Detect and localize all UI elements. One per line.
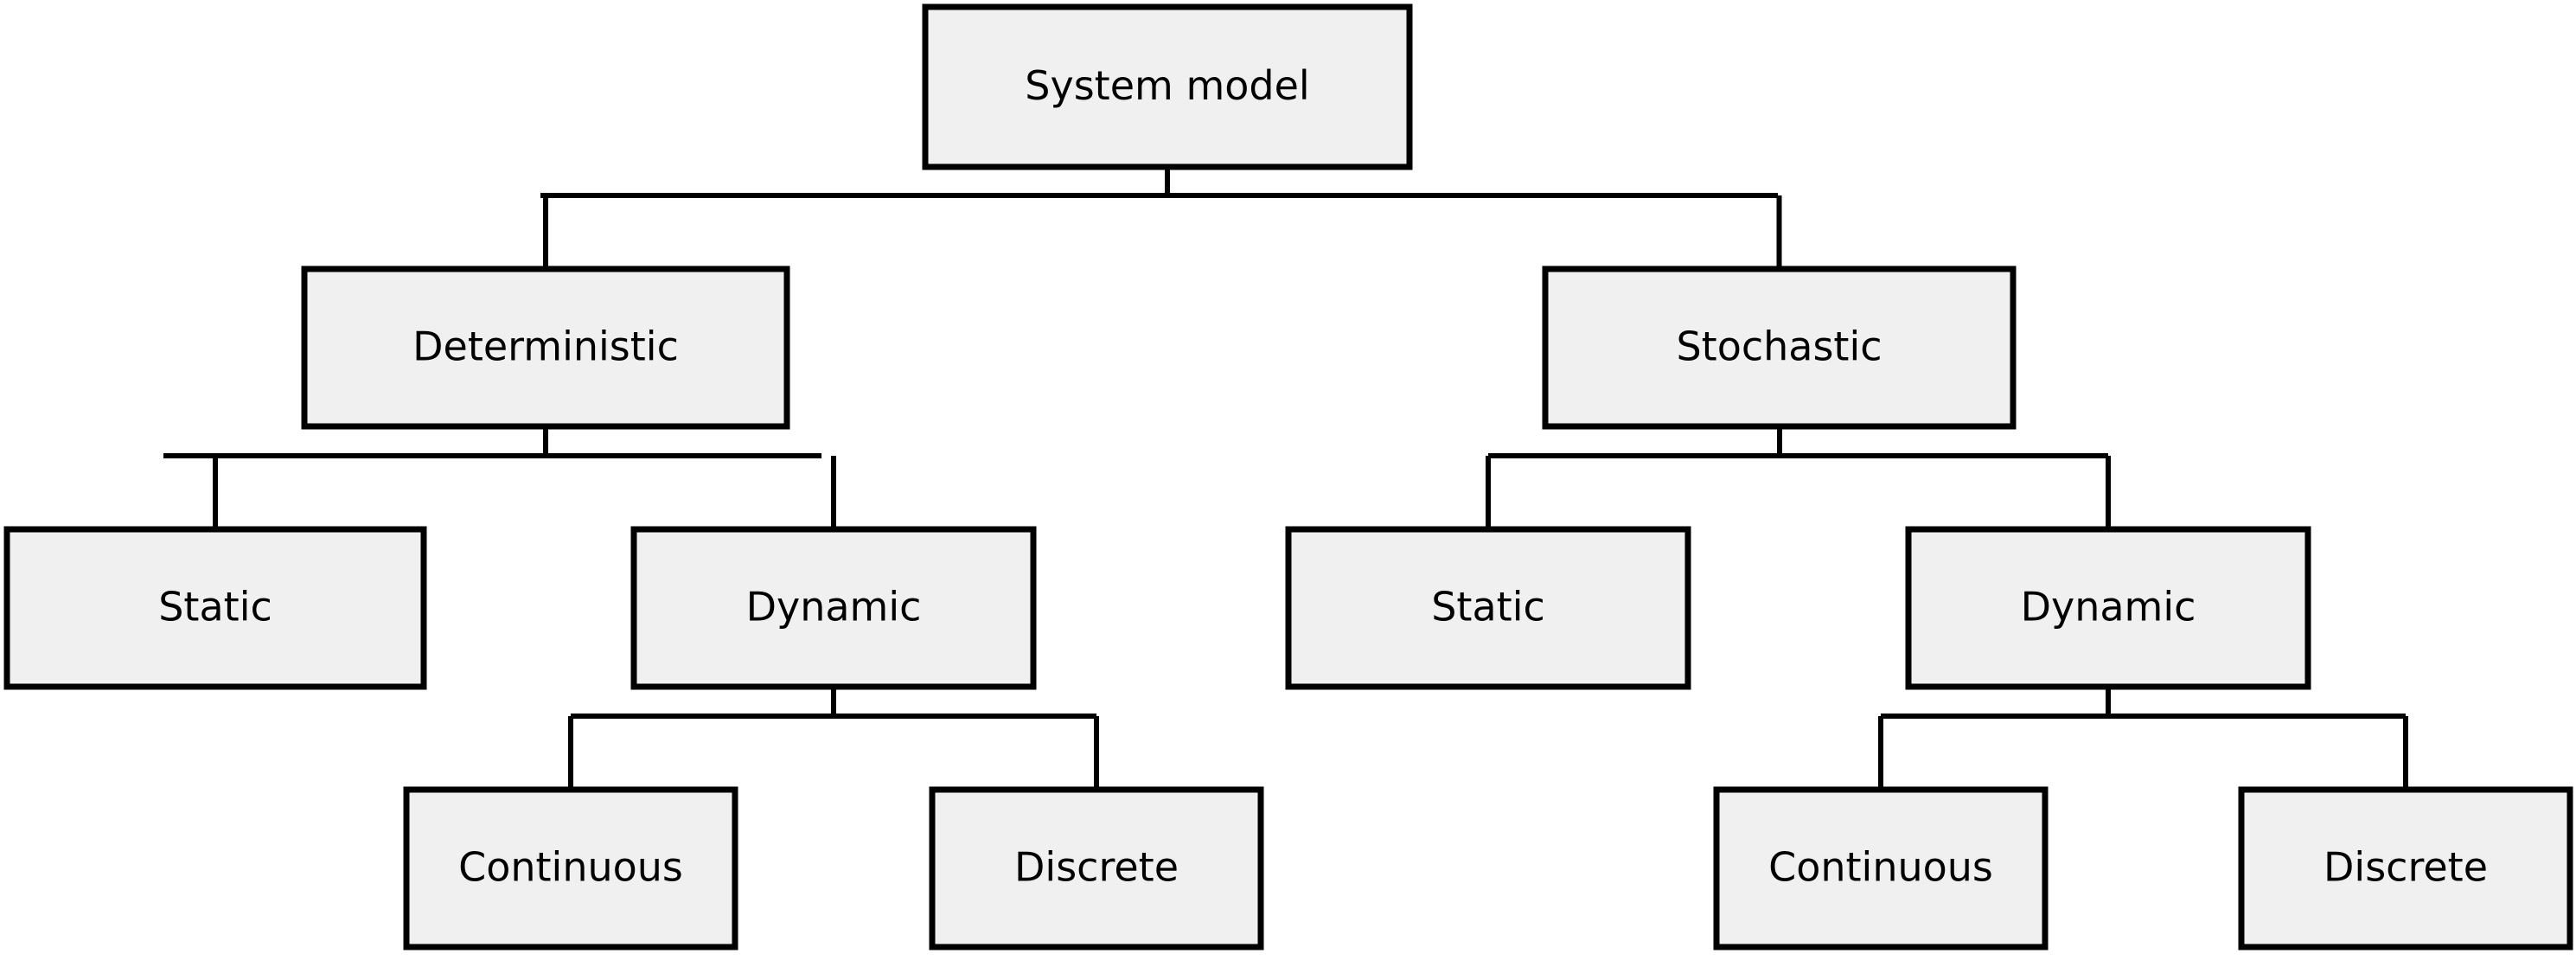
node-box-deterministic[interactable] (301, 266, 790, 430)
node-box-sto-dynamic[interactable] (1905, 526, 2311, 690)
node-box-det-dynamic[interactable] (630, 526, 1037, 690)
node-label-deterministic: Deterministic (412, 323, 679, 370)
node-root[interactable]: System model (922, 3, 1413, 170)
node-sto-dyn-discrete[interactable]: Discrete (2238, 786, 2573, 950)
node-det-dyn-discrete[interactable]: Discrete (929, 786, 1264, 950)
node-box-det-dyn-continuous[interactable] (403, 786, 738, 950)
node-label-root: System model (1025, 62, 1309, 109)
connector-layer (163, 167, 2408, 790)
node-box-det-dyn-discrete[interactable] (929, 786, 1264, 950)
node-sto-dynamic[interactable]: Dynamic (1905, 526, 2311, 690)
node-label-sto-static: Static (1431, 584, 1545, 630)
node-sto-dyn-continuous[interactable]: Continuous (1713, 786, 2049, 950)
node-label-sto-dyn-discrete: Discrete (2324, 844, 2488, 891)
connector-root (540, 167, 1782, 269)
connector-stochastic (1486, 426, 2111, 529)
node-deterministic[interactable]: Deterministic (301, 266, 790, 430)
node-box-det-static[interactable] (3, 526, 427, 690)
node-label-sto-dynamic: Dynamic (2021, 584, 2196, 630)
node-stochastic[interactable]: Stochastic (1542, 266, 2017, 430)
connector-sto-dynamic (1878, 687, 2408, 790)
node-label-stochastic: Stochastic (1676, 323, 1882, 370)
connector-deterministic (163, 426, 836, 529)
node-box-sto-static[interactable] (1285, 526, 1691, 690)
node-box-sto-dyn-continuous[interactable] (1713, 786, 2049, 950)
node-box-stochastic[interactable] (1542, 266, 2017, 430)
node-label-det-dyn-continuous: Continuous (458, 844, 683, 891)
node-box-root[interactable] (922, 3, 1413, 170)
node-det-dynamic[interactable]: Dynamic (630, 526, 1037, 690)
node-det-dyn-continuous[interactable]: Continuous (403, 786, 738, 950)
node-sto-static[interactable]: Static (1285, 526, 1691, 690)
node-label-det-dynamic: Dynamic (746, 584, 922, 630)
connector-det-dynamic (568, 687, 1099, 790)
node-label-det-static: Static (158, 584, 272, 630)
node-label-sto-dyn-continuous: Continuous (1768, 844, 1993, 891)
node-det-static[interactable]: Static (3, 526, 427, 690)
node-box-sto-dyn-discrete[interactable] (2238, 786, 2573, 950)
node-label-det-dyn-discrete: Discrete (1014, 844, 1179, 891)
